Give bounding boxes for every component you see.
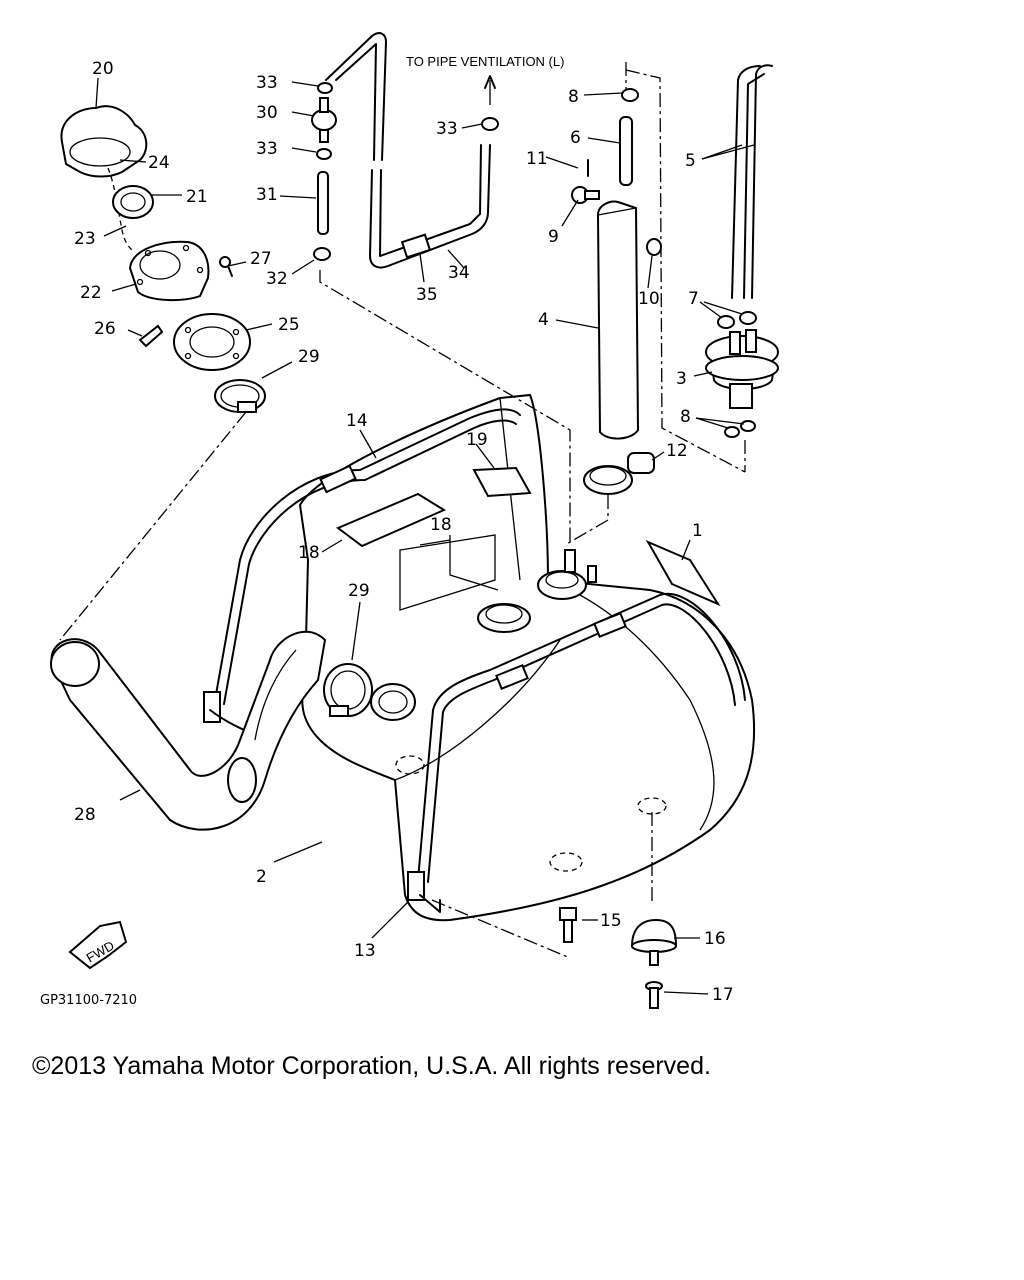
- callout-35: 35: [416, 285, 438, 305]
- callout-29-lower: 29: [348, 581, 370, 601]
- callout-4: 4: [538, 310, 549, 330]
- assembly-lines: [59, 62, 746, 959]
- hose-clamp-29-lower: [323, 663, 373, 717]
- clamp-33-b: [316, 148, 332, 160]
- fwd-arrow: FWD: [68, 920, 128, 970]
- callout-15: 15: [600, 911, 622, 931]
- pump-case-4: [596, 200, 640, 440]
- callout-27: 27: [250, 249, 272, 269]
- hose-31: [317, 171, 329, 235]
- caution-label-1: [645, 539, 721, 607]
- label-19: [472, 466, 532, 498]
- hose-clamp-29-upper: [214, 379, 266, 413]
- tank-opening-filler: [370, 683, 416, 721]
- callout-16: 16: [704, 929, 726, 949]
- o-ring-21: [112, 185, 154, 219]
- gasket-25: [173, 313, 251, 371]
- filler-hose: [50, 630, 327, 831]
- label-18-upper: [336, 492, 447, 548]
- callout-33-right: 33: [436, 119, 458, 139]
- clamp-33-a: [317, 82, 333, 94]
- callout-26: 26: [94, 319, 116, 339]
- callout-31: 31: [256, 185, 278, 205]
- callout-18-center: 18: [430, 515, 452, 535]
- callout-5: 5: [685, 151, 696, 171]
- washer-10: [646, 238, 662, 256]
- callout-17: 17: [712, 985, 734, 1005]
- callout-7: 7: [688, 289, 699, 309]
- filler-neck-22: [128, 240, 210, 302]
- bolt-15: [559, 907, 577, 943]
- callout-34: 34: [448, 263, 470, 283]
- tank-band-front: [407, 592, 746, 913]
- callout-25: 25: [278, 315, 300, 335]
- fuel-pipes-5: [731, 64, 773, 299]
- callout-8-bottom: 8: [680, 407, 691, 427]
- clamp-32: [313, 247, 331, 261]
- diagram-code: GP31100-7210: [40, 993, 137, 1008]
- bolt-9: [571, 186, 600, 204]
- clip-8-bottom: [724, 420, 756, 438]
- callout-3: 3: [676, 369, 687, 389]
- bolt-17: [645, 981, 663, 1009]
- callout-32: 32: [266, 269, 288, 289]
- callout-28: 28: [74, 805, 96, 825]
- filler-cap: [60, 105, 148, 178]
- callout-10: 10: [638, 289, 660, 309]
- fuel-tank: [298, 393, 756, 922]
- callout-12: 12: [666, 441, 688, 461]
- callout-8-top: 8: [568, 87, 579, 107]
- note-to-pipe: TO PIPE VENTILATION (L): [406, 54, 564, 69]
- callout-30: 30: [256, 103, 278, 123]
- callout-29-upper: 29: [298, 347, 320, 367]
- callout-11: 11: [526, 149, 548, 169]
- tank-band-rear: [203, 408, 521, 736]
- clamp-33-c: [481, 117, 499, 131]
- callout-21: 21: [186, 187, 208, 207]
- clip-8-top: [621, 88, 639, 102]
- leader-lines: [95, 75, 755, 995]
- copyright-notice: ©2013 Yamaha Motor Corporation, U.S.A. A…: [32, 1052, 711, 1080]
- callout-20: 20: [92, 59, 114, 79]
- callout-9: 9: [548, 227, 559, 247]
- tank-opening-front: [477, 603, 531, 633]
- fuel-pump-3: [705, 329, 779, 409]
- screw-27: [219, 256, 233, 277]
- callout-2: 2: [256, 867, 267, 887]
- callout-33-top: 33: [256, 73, 278, 93]
- tank-opening-pump: [537, 549, 597, 600]
- clip-7: [717, 311, 757, 329]
- breather-hose-upper: [325, 32, 387, 161]
- cap-chain: [107, 167, 136, 253]
- callout-33-middle: 33: [256, 139, 278, 159]
- callout-1: 1: [692, 521, 703, 541]
- callout-19: 19: [466, 430, 488, 450]
- hose-joint-35: [400, 233, 432, 259]
- callout-24: 24: [148, 153, 170, 173]
- clamp-band-12: [583, 452, 655, 495]
- callout-6: 6: [570, 128, 581, 148]
- callout-18-left: 18: [298, 543, 320, 563]
- check-valve-30: [311, 97, 337, 143]
- callout-13: 13: [354, 941, 376, 961]
- callout-23: 23: [74, 229, 96, 249]
- callout-22: 22: [80, 283, 102, 303]
- damper-16: [630, 918, 678, 966]
- pin-26: [138, 324, 164, 348]
- pipe-6: [619, 116, 633, 186]
- callout-14: 14: [346, 411, 368, 431]
- callouts: 1 2 3 4 5 6 7 8 8 9 10 11 12 13 14 15 16…: [74, 59, 734, 1005]
